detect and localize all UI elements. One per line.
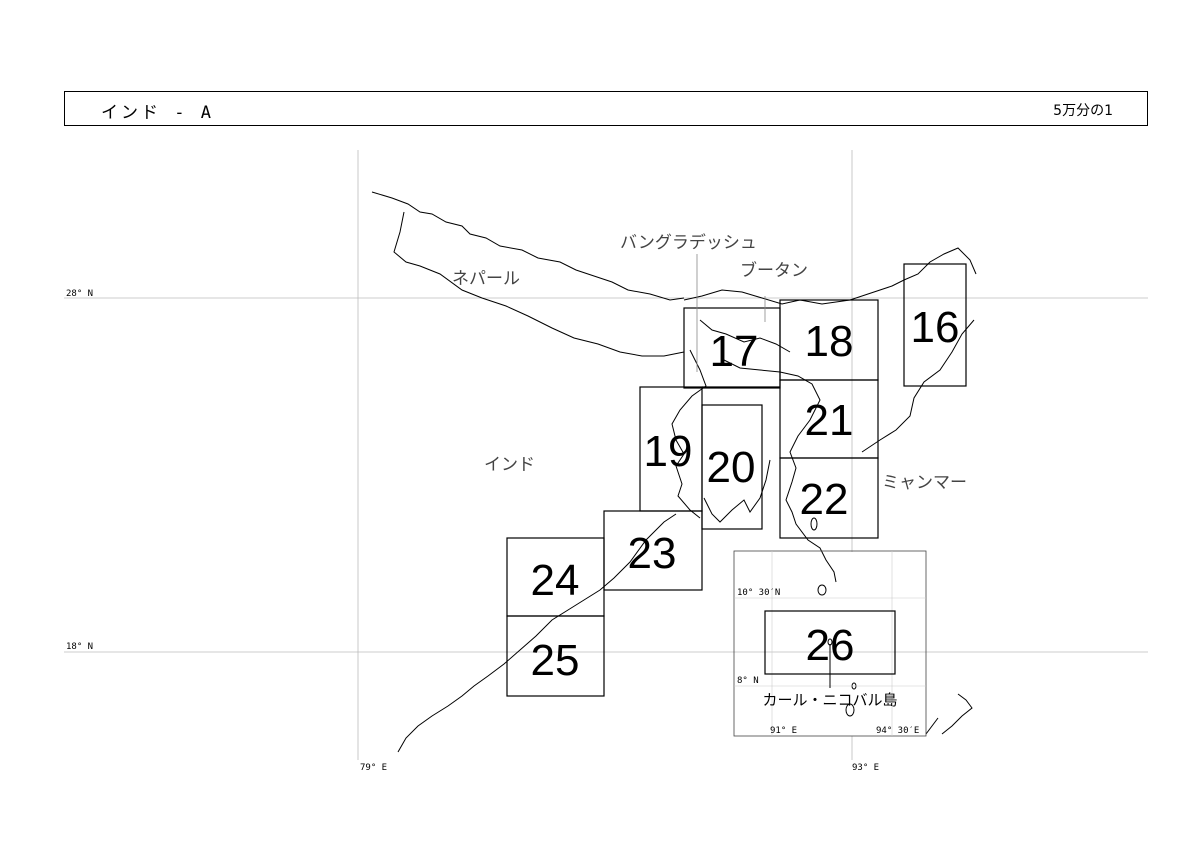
sheet-num-18: 18	[805, 317, 854, 366]
sheet-boxes	[506, 263, 967, 697]
coord-lat-28: 28° N	[66, 289, 93, 299]
sheet-box-25[interactable]	[506, 615, 605, 697]
label-nepal: ネパール	[452, 269, 520, 289]
sheet-num-17: 17	[710, 327, 759, 376]
label-bangladesh: バングラデッシュ	[620, 232, 757, 253]
sheet-numbers: 16 17 18 19 20 21 22 23 24 25 26	[531, 303, 960, 685]
andaman-island-2	[810, 517, 818, 531]
malay-coast-2	[925, 717, 939, 735]
sheet-num-24: 24	[531, 556, 580, 605]
myanmar-north-border	[861, 319, 975, 453]
sheet-num-19: 19	[644, 427, 693, 476]
malay-coast	[941, 693, 973, 735]
map-title: インド - A	[101, 103, 214, 123]
sheet-num-20: 20	[707, 443, 756, 492]
graticule	[64, 150, 1148, 760]
sheet-box-16[interactable]	[903, 263, 967, 387]
sheet-num-25: 25	[531, 636, 580, 685]
east-india-coast	[397, 513, 677, 753]
country-labels: ネパール バングラデッシュ ブータン インド ミャンマー	[452, 232, 967, 493]
bangladesh-west-border	[671, 349, 707, 519]
inset-coord-8: 8° N	[737, 676, 759, 686]
northeast-border	[683, 247, 977, 305]
sheet-box-26[interactable]	[764, 610, 896, 675]
coastlines	[371, 191, 977, 753]
sheet-box-20[interactable]	[701, 404, 763, 530]
great-nicobar-island	[845, 703, 855, 717]
sheet-num-23: 23	[628, 529, 677, 578]
inset-frame	[733, 550, 927, 737]
map-scale: 5万分の1	[1053, 103, 1113, 119]
coord-lat-18: 18° N	[66, 642, 93, 652]
bhutan-border	[699, 319, 791, 353]
nicobar-inset: 10° 30′N 8° N 91° E 94° 30′E カール・ニコバル島	[733, 550, 927, 737]
sheet-num-16: 16	[911, 303, 960, 352]
inset-coord-10-30: 10° 30′N	[737, 588, 780, 598]
coord-lon-93: 93° E	[852, 763, 879, 773]
label-myanmar: ミャンマー	[882, 473, 967, 493]
inset-coord-91: 91° E	[770, 726, 797, 736]
label-bhutan: ブータン	[740, 260, 808, 281]
sheet-box-22[interactable]	[779, 457, 879, 539]
bengal-delta-coast	[703, 459, 771, 523]
map-header: インド - A 5万分の1	[64, 91, 1148, 126]
himalaya-border	[371, 191, 685, 301]
inset-coord-94-30: 94° 30′E	[876, 726, 919, 736]
sheet-num-22: 22	[800, 475, 849, 524]
andaman-island-1	[817, 584, 827, 596]
coordinate-labels: 28° N 18° N 79° E 93° E	[66, 289, 879, 773]
car-nicobar-label: カール・ニコバル島	[762, 691, 897, 709]
nepal-south-border	[393, 211, 685, 357]
coord-lon-79: 79° E	[360, 763, 387, 773]
label-india: インド	[484, 455, 535, 475]
sheet-num-21: 21	[805, 396, 854, 445]
myanmar-west-border	[723, 359, 837, 583]
sheet-num-26: 26	[806, 621, 855, 670]
